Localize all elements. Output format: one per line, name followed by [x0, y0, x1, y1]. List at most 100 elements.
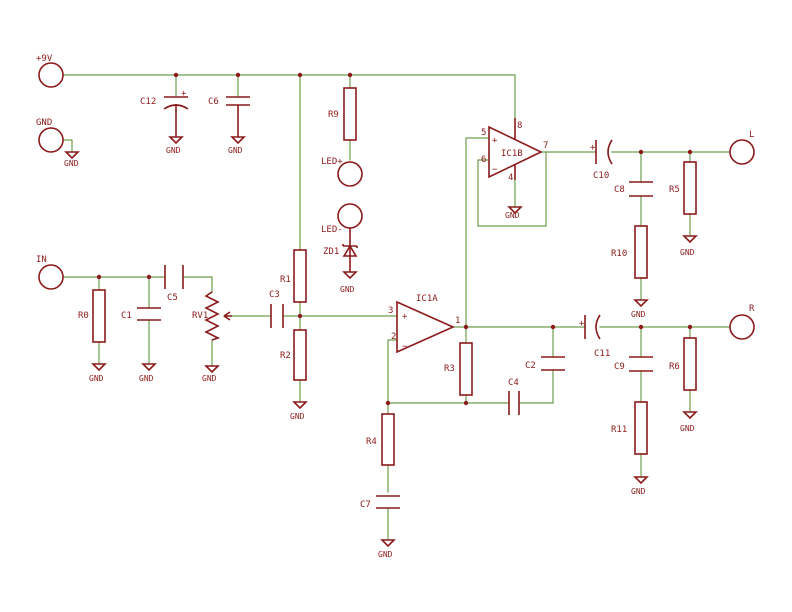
ground-symbol: GND: [89, 363, 107, 383]
capacitor-c2: C2: [525, 356, 565, 371]
svg-text:RV1: RV1: [192, 311, 208, 321]
svg-text:4: 4: [508, 173, 513, 183]
led-socket-negative: LED-: [321, 203, 363, 235]
junctions: [96, 72, 693, 406]
resistor-r9: R9: [328, 87, 357, 141]
svg-text:R6: R6: [669, 362, 680, 372]
svg-text:+: +: [181, 89, 187, 99]
svg-text:C7: C7: [360, 500, 371, 510]
led-socket-positive: LED+: [321, 157, 363, 187]
svg-text:GND: GND: [631, 310, 646, 319]
svg-text:LED-: LED-: [321, 225, 343, 235]
potentiometer-rv1: RV1: [192, 291, 232, 341]
svg-text:C6: C6: [208, 97, 219, 107]
resistor-r0: R0: [78, 289, 106, 343]
svg-text:C11: C11: [594, 349, 610, 359]
capacitor-c11: + C11: [579, 314, 610, 359]
ground-symbol: GND: [166, 136, 184, 155]
svg-text:+: +: [579, 319, 585, 329]
ground-symbol: GND: [631, 299, 649, 319]
svg-text:+: +: [492, 136, 498, 146]
svg-text:C12: C12: [140, 97, 156, 107]
ground-symbols: GND GND GND GND GND GND GND GND GND GND …: [64, 136, 698, 559]
resistor-r6: R6: [669, 337, 697, 391]
svg-text:GND: GND: [631, 487, 646, 496]
svg-text:C2: C2: [525, 361, 536, 371]
svg-text:C9: C9: [614, 362, 625, 372]
capacitor-c5: C5: [164, 265, 184, 303]
svg-text:IC1B: IC1B: [501, 149, 523, 159]
ground-symbol: GND: [64, 151, 80, 168]
ground-symbol: GND: [139, 363, 157, 383]
svg-text:GND: GND: [228, 146, 243, 155]
ground-symbol: GND: [340, 271, 358, 294]
capacitor-c8: C8: [614, 181, 653, 197]
svg-text:C10: C10: [593, 171, 609, 181]
svg-text:+: +: [402, 312, 408, 322]
svg-text:R11: R11: [611, 425, 627, 435]
capacitor-c7: C7: [360, 495, 400, 510]
opamp-ic1a: IC1A + − 3 2 1: [388, 294, 460, 354]
connector-right-label: R: [749, 304, 755, 314]
wires: [62, 74, 731, 541]
svg-text:R4: R4: [366, 437, 377, 447]
connector-vcc: +9V: [36, 54, 64, 88]
svg-text:8: 8: [517, 121, 522, 131]
svg-text:R3: R3: [444, 364, 455, 374]
resistor-r2: R2: [280, 329, 307, 381]
svg-text:LED+: LED+: [321, 157, 343, 167]
connector-left-label: L: [749, 130, 754, 140]
resistor-r4: R4: [366, 413, 395, 466]
svg-text:GND: GND: [378, 550, 393, 559]
zener-diode-zd1: ZD1: [323, 228, 358, 272]
ground-symbol: GND: [680, 235, 698, 257]
resistor-r1: R1: [280, 249, 307, 303]
svg-text:1: 1: [455, 316, 460, 326]
connector-right: R: [729, 304, 755, 340]
svg-text:C5: C5: [167, 293, 178, 303]
svg-text:−: −: [402, 342, 408, 352]
capacitor-c9: C9: [614, 356, 653, 372]
svg-text:6: 6: [481, 155, 486, 165]
svg-text:GND: GND: [505, 211, 520, 220]
svg-text:R9: R9: [328, 110, 339, 120]
ground-symbol: GND: [505, 206, 523, 220]
opamp-ic1b: IC1B + − 5 6 7 8 4: [481, 118, 548, 183]
svg-text:C8: C8: [614, 185, 625, 195]
ground-symbol: GND: [680, 411, 698, 433]
resistor-r5: R5: [669, 161, 697, 215]
connector-left: L: [729, 130, 755, 165]
svg-text:R2: R2: [280, 351, 291, 361]
svg-text:C4: C4: [508, 378, 519, 388]
capacitor-c3: C3: [269, 290, 284, 328]
svg-text:GND: GND: [340, 285, 355, 294]
connector-vcc-label: +9V: [36, 54, 53, 64]
svg-text:GND: GND: [166, 146, 181, 155]
resistor-r11: R11: [611, 401, 648, 455]
ground-symbol: GND: [228, 136, 246, 155]
svg-text:C1: C1: [121, 311, 132, 321]
ground-symbol: GND: [631, 476, 649, 496]
connector-gnd-label: GND: [36, 118, 52, 128]
svg-text:R1: R1: [280, 275, 291, 285]
svg-text:C3: C3: [269, 290, 280, 300]
svg-text:GND: GND: [64, 159, 79, 168]
connector-in-label: IN: [36, 255, 47, 265]
ground-symbol: GND: [202, 365, 220, 383]
capacitor-c10: + C10: [590, 139, 613, 181]
svg-text:R10: R10: [611, 249, 627, 259]
svg-text:7: 7: [543, 141, 548, 151]
svg-text:GND: GND: [680, 424, 695, 433]
connector-gnd: GND: [36, 118, 64, 153]
svg-text:GND: GND: [680, 248, 695, 257]
svg-text:+: +: [590, 143, 596, 153]
svg-text:3: 3: [388, 306, 393, 316]
capacitor-c4: C4: [508, 378, 520, 415]
svg-text:R0: R0: [78, 311, 89, 321]
ground-symbol: GND: [378, 539, 396, 559]
svg-text:GND: GND: [89, 374, 104, 383]
svg-text:R5: R5: [669, 185, 680, 195]
svg-text:GND: GND: [139, 374, 154, 383]
connector-in: IN: [36, 255, 64, 290]
